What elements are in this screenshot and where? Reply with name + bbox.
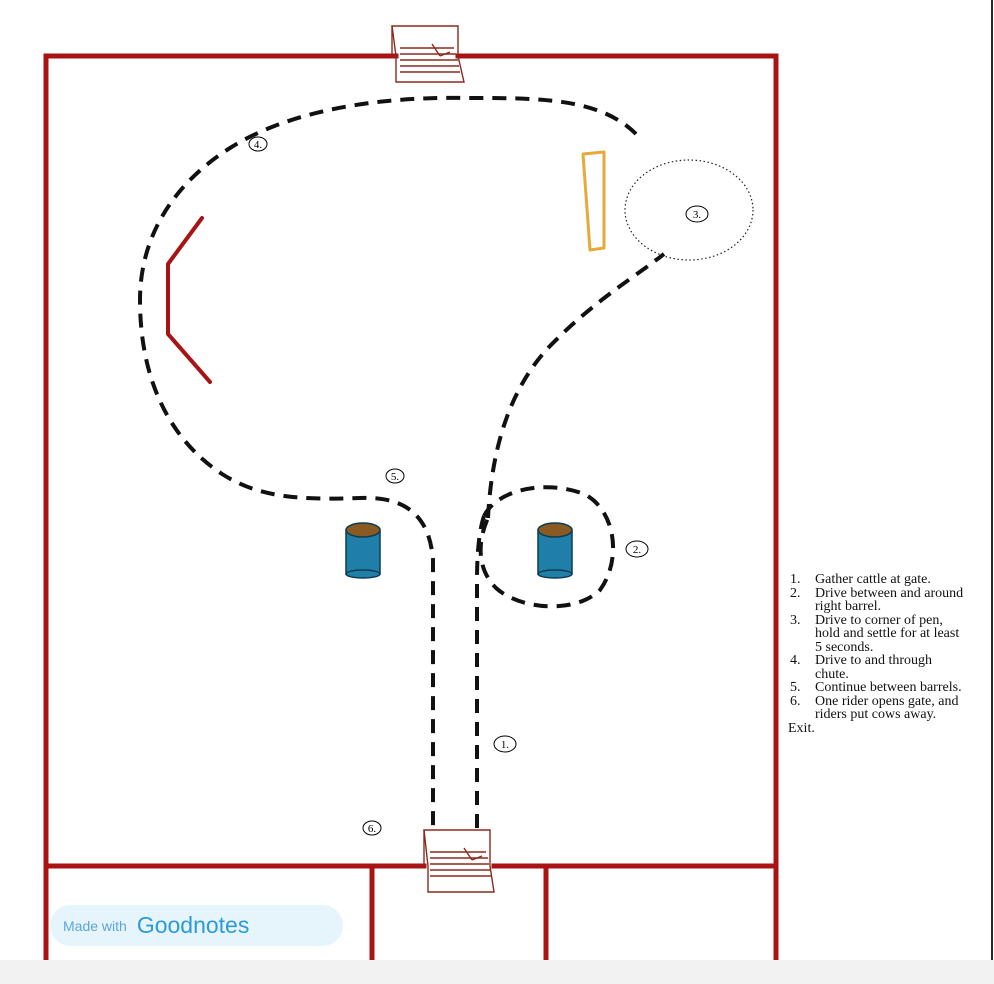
path-to-corner (486, 252, 666, 519)
step-text: Drive to and through chute. (815, 653, 933, 682)
marker-5-label: 5. (391, 471, 400, 483)
step-item: 5. Continue between barrels. (788, 681, 988, 695)
goodnotes-watermark: Made with Goodnotes (50, 905, 343, 946)
step-item: 6. One rider opens gate, and riders put c… (788, 693, 988, 722)
top-gate (391, 25, 465, 83)
marker-3: 3. (685, 205, 709, 223)
marker-4: 4. (248, 136, 268, 152)
step-number: 2. (790, 585, 801, 601)
step-text: Drive between and around right barrel. (815, 585, 964, 614)
step-text: Drive to corner of pen, hold and settle … (815, 612, 960, 655)
marker-2-label: 2. (633, 544, 642, 556)
left-barrel (345, 522, 381, 579)
instructions-list: 1. Gather cattle at gate. 2. Drive between… (788, 573, 988, 735)
step-text: Gather cattle at gate. (815, 572, 931, 587)
marker-5: 5. (385, 468, 405, 484)
marker-6: 6. (362, 820, 382, 836)
watermark-prefix: Made with (63, 917, 127, 934)
step-number: 6. (790, 693, 801, 709)
page-right-border (991, 0, 993, 960)
page-bottom-strip (0, 960, 994, 984)
right-barrel (537, 522, 573, 579)
drive-path (137, 95, 666, 828)
marker-6-label: 6. (368, 823, 377, 835)
marker-2: 2. (625, 540, 649, 558)
bottom-gate (423, 829, 495, 893)
step-number: 1. (790, 572, 801, 587)
path-around-barrel (478, 485, 616, 609)
step-number: 3. (790, 612, 801, 628)
path-through-chute (137, 95, 638, 828)
watermark-brand: Goodnotes (136, 912, 250, 938)
step-item: 3. Drive to corner of pen, hold and settl… (788, 612, 988, 655)
marker-4-label: 4. (254, 139, 263, 151)
marker-1-label: 1. (501, 739, 510, 751)
arena-fence (43, 53, 779, 963)
hold-zone (624, 159, 754, 261)
step-item: 2. Drive between and around right barrel. (788, 585, 988, 614)
step-item: 1. Gather cattle at gate. (788, 573, 988, 587)
step-text: Continue between barrels. (815, 680, 962, 695)
step-text: One rider opens gate, and riders put cow… (815, 693, 959, 722)
exit-label: Exit. (788, 720, 815, 736)
marker-1: 1. (493, 735, 517, 753)
left-chute (166, 216, 212, 384)
path-entry-right (475, 515, 486, 828)
step-number: 5. (790, 680, 801, 695)
step-number: 4. (790, 653, 801, 668)
marker-3-label: 3. (693, 209, 702, 221)
step-item: 4. Drive to and through chute. (788, 653, 988, 682)
orange-chute (581, 150, 606, 252)
